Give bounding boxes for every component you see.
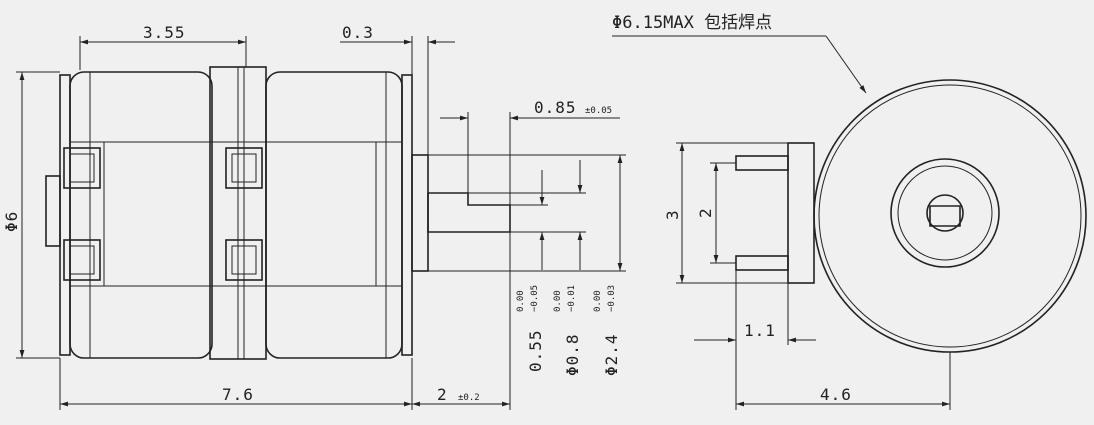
svg-text:Φ2.4: Φ2.4 <box>602 333 621 376</box>
boss-circle <box>890 158 1000 268</box>
housing-left <box>69 71 213 359</box>
dim-shaft-length: 2 ±0.2 <box>412 232 511 410</box>
svg-text:0.55: 0.55 <box>526 329 545 372</box>
pad <box>63 147 101 189</box>
dim-terminal-width: 1.1 <box>694 270 816 410</box>
shaft-boss <box>411 154 429 272</box>
outer-circle <box>813 79 1087 353</box>
terminal-bottom <box>735 255 789 271</box>
dim-boss-diameter: Φ2.4 0.00 −0.03 <box>428 154 626 376</box>
shaft-circle <box>926 194 964 232</box>
dim-body-diameter: Φ6 <box>2 71 60 359</box>
svg-text:±0.05: ±0.05 <box>585 106 612 116</box>
left-connector <box>45 175 61 247</box>
svg-text:−0.05: −0.05 <box>530 285 540 312</box>
svg-text:−0.01: −0.01 <box>567 285 577 312</box>
svg-text:7.6: 7.6 <box>222 385 254 404</box>
housing-right <box>265 71 403 359</box>
pad <box>63 239 101 281</box>
svg-text:Φ6.15MAX 包括焊点: Φ6.15MAX 包括焊点 <box>612 13 772 33</box>
dim-plate-thickness: 0.3 <box>340 23 455 155</box>
svg-text:±0.2: ±0.2 <box>458 393 480 403</box>
svg-text:0.3: 0.3 <box>342 23 374 42</box>
svg-text:0.00: 0.00 <box>593 290 603 312</box>
svg-text:Φ6: Φ6 <box>2 211 21 232</box>
max-diameter-note: Φ6.15MAX 包括焊点 <box>612 13 867 94</box>
dim-left-length: 3.55 <box>79 23 247 70</box>
pad <box>225 239 263 281</box>
right-end-plate <box>401 74 413 356</box>
dim-side-width: 4.6 <box>736 352 951 410</box>
svg-text:3.55: 3.55 <box>143 23 186 42</box>
svg-text:0.85: 0.85 <box>534 98 577 117</box>
svg-text:3: 3 <box>663 209 682 220</box>
dim-shaft-diameter: Φ0.8 0.00 −0.01 <box>468 160 586 376</box>
pad <box>225 147 263 189</box>
svg-text:2: 2 <box>437 385 448 404</box>
dim-flat-length: 0.85 ±0.05 <box>440 98 620 205</box>
svg-text:2: 2 <box>696 207 715 218</box>
terminal-top <box>735 155 789 171</box>
dim-terminal-gap: 2 <box>696 162 736 264</box>
svg-text:Φ0.8: Φ0.8 <box>563 333 582 376</box>
shaft-flat <box>929 205 961 227</box>
shaft <box>427 192 511 233</box>
side-view <box>45 66 511 360</box>
svg-text:0.00: 0.00 <box>553 290 563 312</box>
svg-text:−0.03: −0.03 <box>607 285 617 312</box>
svg-text:1.1: 1.1 <box>744 321 776 340</box>
dim-terminal-span: 3 <box>663 142 788 284</box>
svg-text:0.00: 0.00 <box>516 290 526 312</box>
left-end-plate <box>59 74 71 356</box>
dim-total-length: 7.6 <box>59 358 413 410</box>
svg-text:4.6: 4.6 <box>820 385 852 404</box>
bracket <box>787 142 815 284</box>
